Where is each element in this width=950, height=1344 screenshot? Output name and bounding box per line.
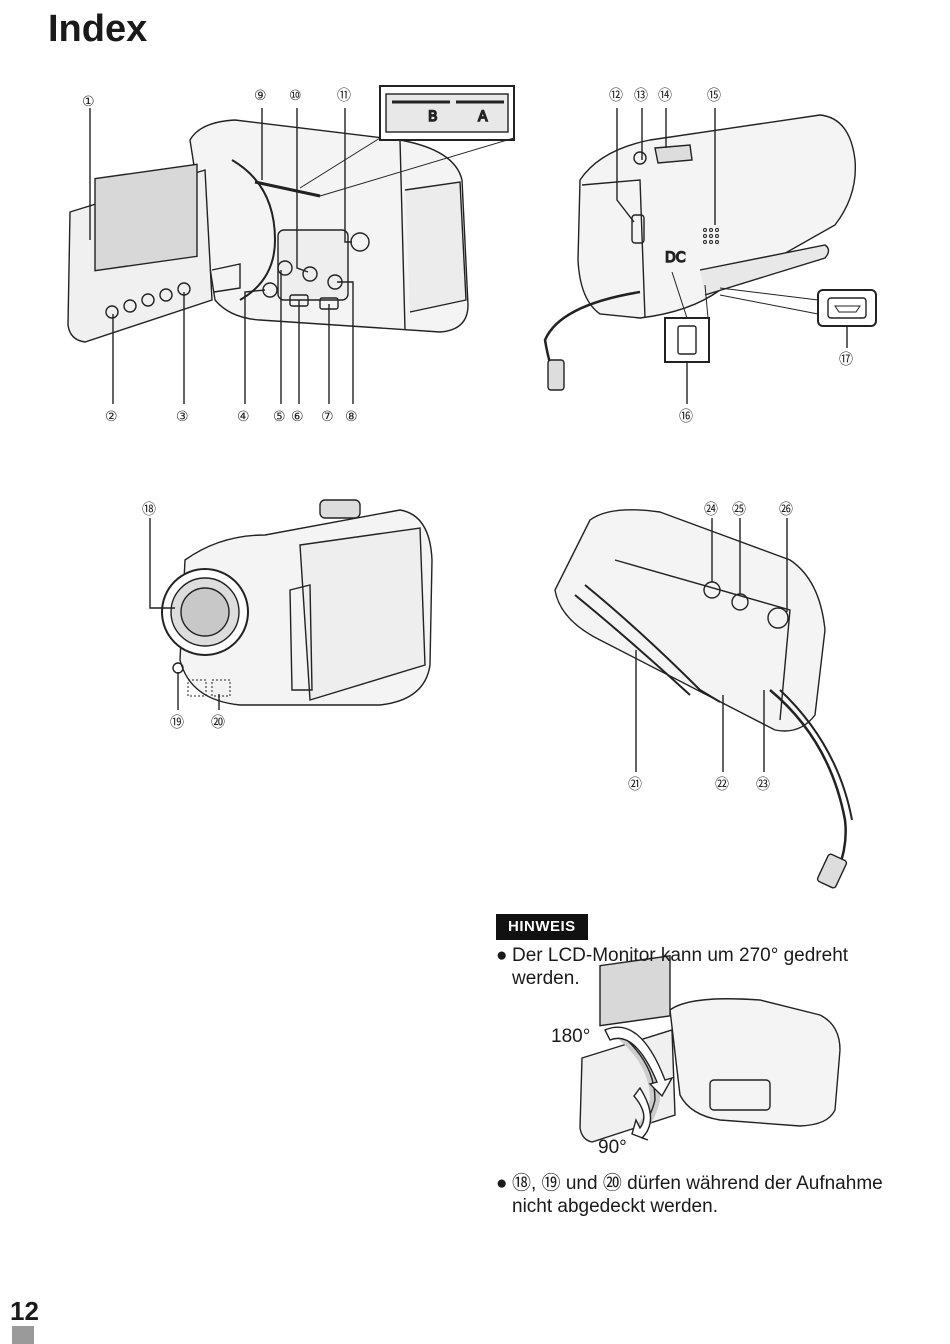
- callout-18: ⑱: [142, 502, 156, 518]
- note-section: HINWEIS ● Der LCD-Monitor kann um 270° g…: [496, 914, 916, 990]
- callout-5: ⑤: [273, 409, 286, 425]
- note-badge: HINWEIS: [496, 914, 588, 940]
- page-title: Index: [48, 8, 148, 50]
- camcorder-bottom-figure: [554, 509, 853, 889]
- callout-23: ㉓: [756, 777, 770, 793]
- callout-10: ⑩: [289, 88, 302, 104]
- callout-9: ⑨: [254, 88, 267, 104]
- callout-16: ⑯: [679, 409, 693, 425]
- callout-6: ⑥: [291, 409, 304, 425]
- callout-4: ④: [237, 409, 250, 425]
- callout-8: ⑧: [345, 409, 358, 425]
- callout-24: ㉔: [704, 502, 718, 518]
- note-item-2-text: ⑱, ⑲ und ⑳ dürfen während der Aufnahme n…: [512, 1173, 883, 1217]
- callout-13: ⑬: [634, 88, 648, 104]
- callout-3: ③: [176, 409, 189, 425]
- slot-b-label: B: [428, 109, 438, 125]
- callout-14: ⑭: [658, 88, 672, 104]
- bullet-icon: ●: [496, 945, 508, 966]
- rotation-arrows: [604, 1026, 674, 1141]
- callout-7: ⑦: [321, 409, 334, 425]
- note-item-1-text: Der LCD-Monitor kann um 270° gedreht wer…: [512, 945, 849, 989]
- callout-20: ⑳: [211, 715, 225, 731]
- callout-17: ⑰: [839, 352, 853, 368]
- dc-label: DC: [665, 250, 686, 266]
- callout-numbers: ① ② ③ ④ ⑤ ⑥ ⑦ ⑧ ⑨ ⑩ ⑪ ⑫ ⑬ ⑭ ⑮ ⑯ ⑰ ⑱ ⑲ ⑳ …: [82, 88, 853, 793]
- camcorder-side-figure: DC: [543, 108, 877, 404]
- callout-1: ①: [82, 94, 95, 110]
- callout-22: ㉒: [715, 777, 729, 793]
- angle-180-label: 180°: [551, 1026, 591, 1047]
- note-section-2: ● ⑱, ⑲ und ⑳ dürfen während der Aufnahme…: [496, 1168, 916, 1218]
- camcorder-front-figure: [149, 499, 433, 710]
- bullet-icon-2: ●: [496, 1173, 508, 1194]
- note-item-2: ● ⑱, ⑲ und ⑳ dürfen während der Aufnahme…: [496, 1172, 916, 1218]
- camcorder-open-figure: B A: [67, 85, 515, 404]
- callout-15: ⑮: [707, 88, 721, 104]
- page-number-bar: [12, 1326, 34, 1344]
- page-number: 12: [10, 1296, 39, 1326]
- callout-25: ㉕: [732, 502, 746, 518]
- callout-19: ⑲: [170, 715, 184, 731]
- note-item-1: ● Der LCD-Monitor kann um 270° gedreht w…: [496, 944, 916, 990]
- angle-90-label: 90°: [598, 1137, 627, 1158]
- callout-12: ⑫: [609, 88, 623, 104]
- callout-2: ②: [105, 409, 118, 425]
- callout-11: ⑪: [337, 88, 351, 104]
- callout-21: ㉑: [628, 777, 642, 793]
- callout-26: ㉖: [779, 502, 793, 518]
- slot-a-label: A: [478, 109, 488, 125]
